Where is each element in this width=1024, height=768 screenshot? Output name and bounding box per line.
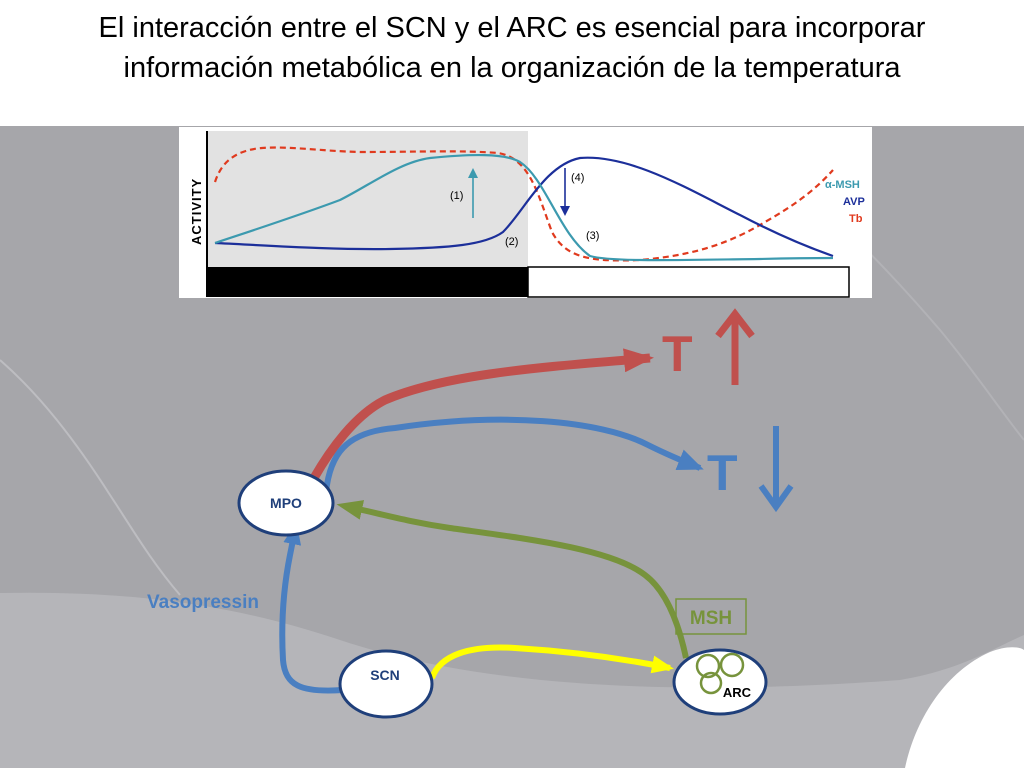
temperature-down-label: T [707,445,738,501]
activity-axis-label: ACTIVITY [189,178,204,245]
blue-cooling-pathway-arrow [323,416,704,493]
light-phase-bar [527,266,850,298]
arc-label: ARC [723,685,752,700]
temperature-down-arrow [758,426,794,513]
night-shading [207,131,528,267]
activity-chart: ACTIVITY (1) (2) (3) (4) α-MSH AVP Tb [179,127,872,298]
red-heat-pathway-arrow [310,348,654,481]
title-line-1: El interacción entre el SCN y el ARC es … [98,12,926,44]
avp-curve [214,156,834,258]
brain-section-background [0,126,1024,768]
legend-avp: AVP [843,196,865,208]
legend-msh: α-MSH [825,179,860,191]
mpo-label: MPO [270,495,302,511]
msh-label-box: MSH [675,598,747,635]
msh-curve [214,153,834,262]
scn-node: SCN [338,649,434,719]
annotation-2: (2) [505,236,518,248]
scn-label: SCN [370,667,400,683]
temperature-up-label: T [662,326,693,382]
tissue-fold-white [905,647,1024,768]
slide-title: El interacción entre el SCN y el ARC es … [0,8,1024,88]
ventricle-region [0,592,1024,768]
annotation-4: (4) [571,172,584,184]
vasopressin-pathway-arrow [279,522,344,694]
temperature-up-arrow [715,308,755,385]
legend-tb: Tb [849,213,863,225]
title-line-2: información metabólica en la organizació… [123,52,901,84]
tissue-contour-line [0,359,181,596]
mpo-node: MPO [237,469,335,537]
yellow-scn-arc-arrow [429,644,674,680]
msh-label: MSH [690,608,732,629]
arc-cell-cluster-icon [695,652,745,695]
annotation-3: (3) [586,230,599,242]
tb-curve [213,146,834,262]
vasopressin-label: Vasopressin [147,592,259,613]
annotation-1: (1) [450,190,463,202]
green-msh-pathway-arrow [336,500,689,659]
dark-phase-bar [207,267,528,297]
arc-node: ARC [672,648,768,716]
